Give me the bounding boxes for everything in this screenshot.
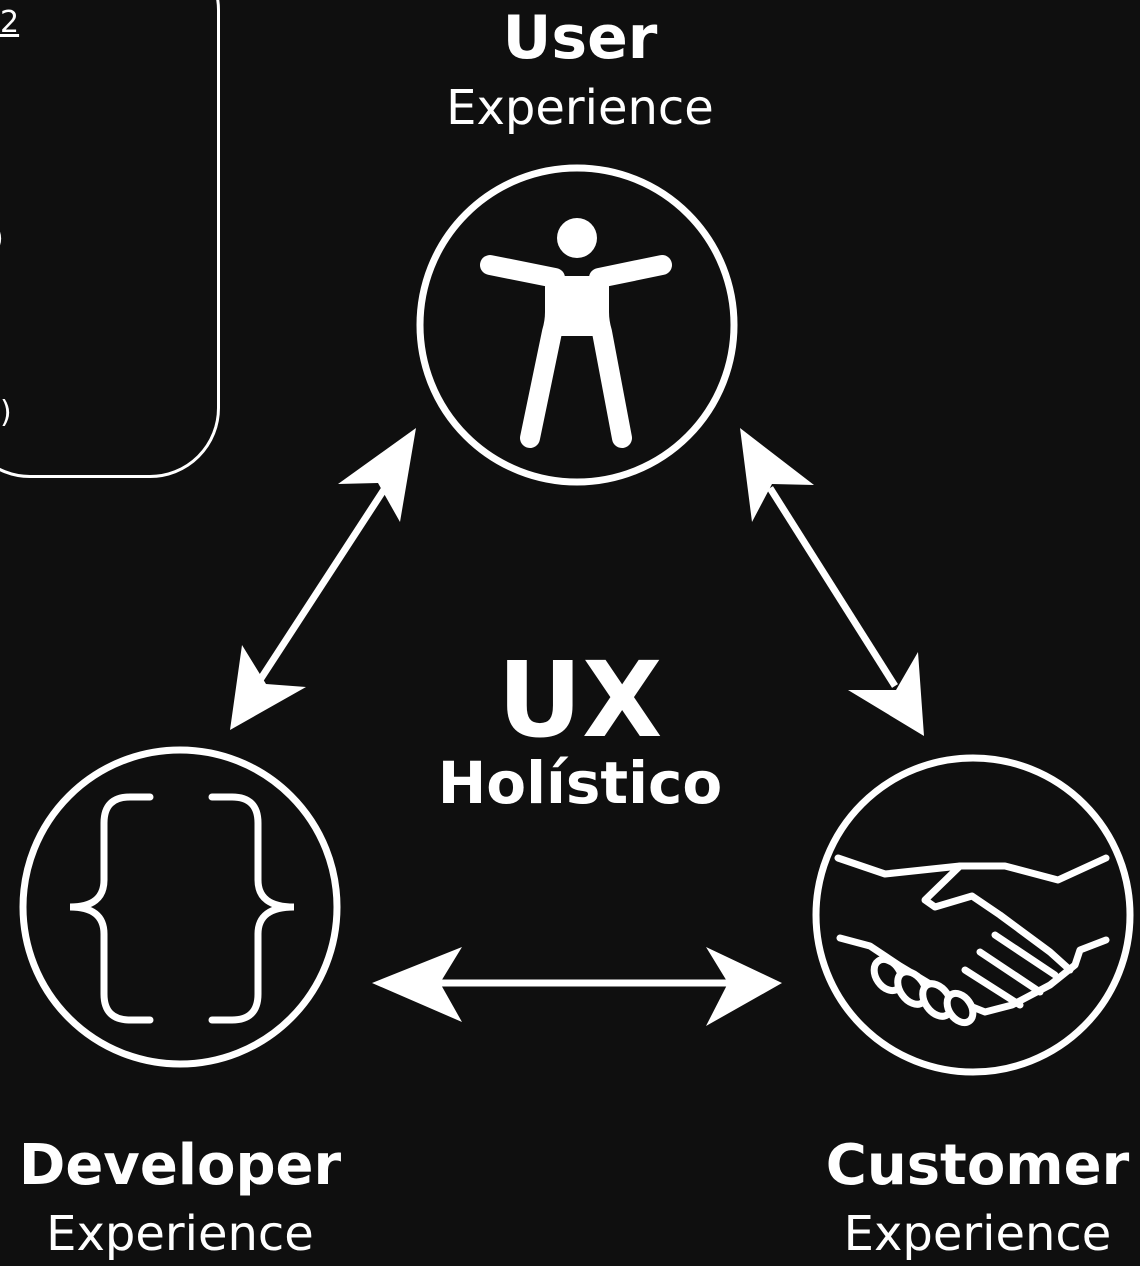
developer-node-title: Developer [18, 1133, 342, 1198]
developer-node-subtitle: Experience [46, 1206, 314, 1262]
curly-braces-icon [69, 793, 295, 1024]
arrow-user-customer [740, 428, 924, 736]
center-subtitle: Holístico [437, 749, 723, 817]
developer-node-circle [19, 746, 341, 1068]
center-title: UX [497, 639, 663, 761]
customer-node-circle [812, 754, 1134, 1076]
customer-node-subtitle: Experience [843, 1206, 1112, 1262]
accessibility-person-icon [480, 218, 672, 448]
user-node-circle [416, 164, 738, 486]
customer-node-title: Customer [825, 1133, 1130, 1198]
arrow-developer-customer [372, 947, 782, 1026]
partial-box-fragment: 2 [0, 5, 20, 40]
partial-info-box [0, 0, 220, 478]
partial-box-fragment: ) [0, 395, 12, 430]
partial-box-fragment: ) [0, 224, 4, 254]
arrow-user-developer [230, 428, 416, 730]
user-node-title: User [502, 3, 658, 73]
handshake-icon [834, 854, 1110, 1027]
user-node-subtitle: Experience [446, 80, 714, 136]
